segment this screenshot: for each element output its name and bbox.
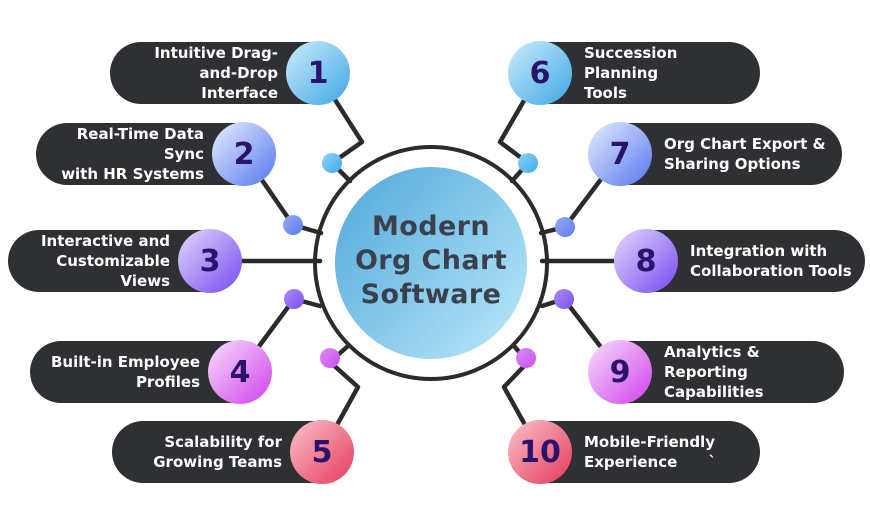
feature-label: Intuitive Drag- bbox=[154, 44, 278, 62]
node-dot-purple-right bbox=[554, 289, 574, 309]
feature-number-badge-1: 1 bbox=[286, 41, 350, 105]
feature-number-badge-8: 8 bbox=[614, 229, 678, 293]
feature-number-badge-4: 4 bbox=[208, 340, 272, 404]
feature-number: 4 bbox=[229, 354, 251, 390]
feature-label: Sharing Options bbox=[664, 155, 801, 173]
connector-6 bbox=[497, 70, 543, 184]
node-dot-magenta-left bbox=[320, 348, 340, 368]
hub-circle bbox=[335, 167, 527, 359]
feature-label: Profiles bbox=[135, 373, 200, 391]
feature-label: Collaboration Tools bbox=[690, 262, 852, 280]
node-dot-periwinkle-left bbox=[283, 215, 303, 235]
feature-label: Org Chart Export & bbox=[664, 135, 826, 153]
hub-title-line: Org Chart bbox=[354, 245, 508, 276]
feature-label: with HR Systems bbox=[61, 165, 204, 183]
feature-number: 3 bbox=[199, 243, 221, 279]
feature-number-badge-5: 5 bbox=[290, 420, 354, 484]
feature-number-badge-2: 2 bbox=[212, 122, 276, 186]
feature-number: 5 bbox=[311, 434, 333, 470]
feature-label: Built-in Employee bbox=[50, 353, 200, 371]
feature-number: 8 bbox=[635, 243, 657, 279]
hub-title-line: Modern bbox=[372, 211, 490, 242]
feature-label: Succession Planning bbox=[584, 44, 678, 82]
hub-title-line: Software bbox=[360, 279, 502, 310]
hub-outer-ring bbox=[313, 145, 549, 381]
node-dot-magenta-right bbox=[516, 348, 536, 368]
feature-label: Scalability for bbox=[164, 433, 282, 451]
feature-label: and-Drop Interface bbox=[199, 64, 278, 102]
feature-label: Interactive and bbox=[40, 232, 170, 250]
node-dot-blue-right bbox=[518, 153, 538, 173]
feature-number: 10 bbox=[519, 434, 561, 470]
feature-number-badge-6: 6 bbox=[508, 41, 572, 105]
feature-number: 2 bbox=[233, 136, 255, 172]
feature-number: 1 bbox=[307, 55, 329, 91]
feature-label: Analytics & Reporting bbox=[664, 343, 760, 381]
feature-label: Tools bbox=[584, 84, 627, 102]
feature-label: Growing Teams bbox=[153, 453, 282, 471]
feature-label: Integration with bbox=[690, 242, 828, 260]
feature-label: Experience ` bbox=[584, 453, 717, 471]
feature-number: 6 bbox=[529, 55, 551, 91]
feature-number-badge-10: 10 bbox=[508, 420, 572, 484]
connector-1 bbox=[315, 70, 365, 184]
node-dot-periwinkle-right bbox=[555, 217, 575, 237]
feature-number-badge-7: 7 bbox=[588, 122, 652, 186]
hub-title: Modern Org Chart Software bbox=[311, 210, 551, 312]
feature-label: Capabilities bbox=[664, 383, 764, 401]
feature-number-badge-3: 3 bbox=[178, 229, 242, 293]
feature-label: Real-Time Data Sync bbox=[76, 125, 204, 163]
feature-label: Customizable Views bbox=[56, 252, 170, 290]
node-dot-purple-left bbox=[284, 289, 304, 309]
node-dot-blue-left bbox=[322, 153, 342, 173]
feature-number: 9 bbox=[609, 354, 631, 390]
feature-number: 7 bbox=[609, 136, 631, 172]
feature-label: Mobile-Friendly bbox=[584, 433, 715, 451]
feature-number-badge-9: 9 bbox=[588, 340, 652, 404]
